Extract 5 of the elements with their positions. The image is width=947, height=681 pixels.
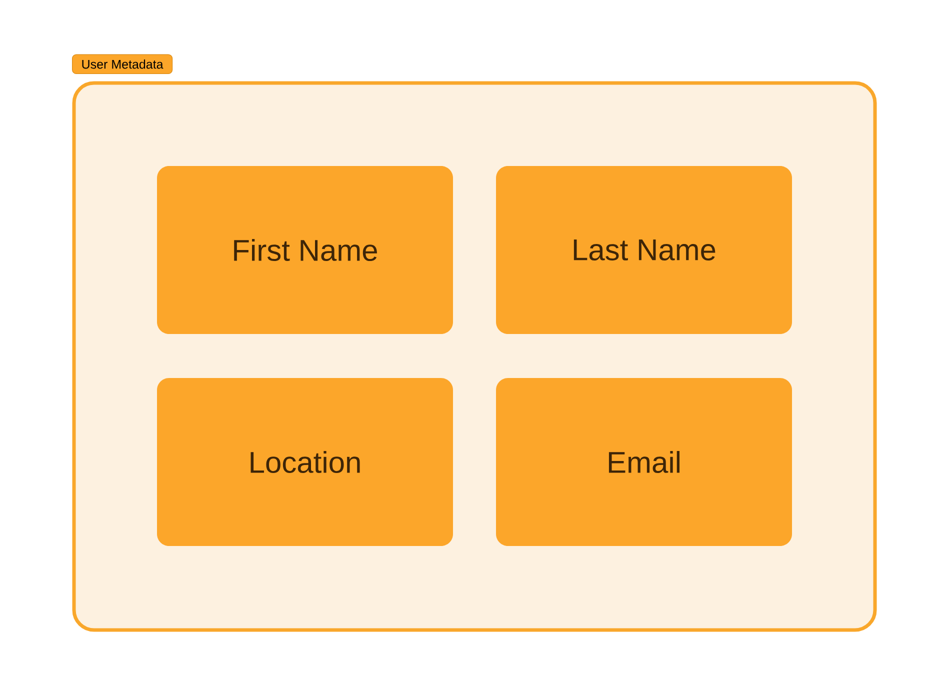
- field-box: Email: [496, 378, 792, 546]
- field-box: First Name: [157, 166, 453, 334]
- tag-label: User Metadata: [72, 54, 173, 74]
- field-box: Location: [157, 378, 453, 546]
- field-box: Last Name: [496, 166, 792, 334]
